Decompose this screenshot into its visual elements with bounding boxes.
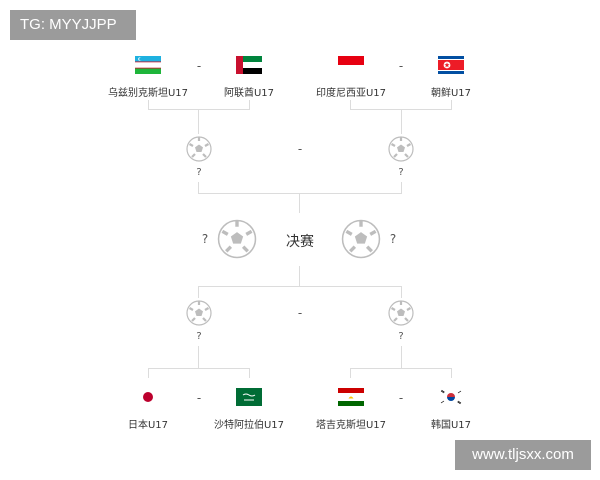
match-separator: -: [297, 306, 303, 320]
watermark-bottom: www.tljsxx.com: [455, 440, 591, 470]
unknown-winner: ?: [196, 167, 202, 178]
connector-line: [148, 100, 149, 110]
connector-line: [198, 286, 402, 287]
connector-line: [401, 346, 402, 368]
final-right-team: ?: [389, 232, 397, 246]
connector-line: [451, 368, 452, 378]
japan-flag-icon: [135, 388, 161, 406]
team-label-south-korea: 韩国U17: [430, 420, 472, 431]
connector-line: [148, 109, 250, 110]
connector-line: [198, 182, 199, 194]
team-label-uzbekistan: 乌兹别克斯坦U17: [107, 88, 189, 99]
soccer-ball-icon: [186, 136, 212, 162]
connector-line: [249, 368, 250, 378]
unknown-winner: ?: [196, 331, 202, 342]
indonesia-flag-icon: [338, 56, 364, 74]
connector-line: [198, 286, 199, 298]
team-label-tajikistan: 塔吉克斯坦U17: [315, 420, 387, 431]
saudi-arabia-flag-icon: [236, 388, 262, 406]
tajikistan-flag-icon: [338, 388, 364, 406]
connector-line: [401, 182, 402, 194]
uzbekistan-flag-icon: [135, 56, 161, 74]
team-label-saudi-arabia: 沙特阿拉伯U17: [213, 420, 285, 431]
connector-line: [451, 100, 452, 110]
connector-line: [401, 286, 402, 298]
match-separator: -: [196, 391, 202, 405]
soccer-ball-icon: [217, 219, 257, 259]
south-korea-flag-icon: [438, 388, 464, 406]
final-left-team: ?: [201, 232, 209, 246]
watermark-top: TG: MYYJJPP: [10, 10, 136, 40]
match-separator: -: [398, 391, 404, 405]
connector-line: [148, 368, 250, 369]
team-label-north-korea: 朝鲜U17: [430, 88, 472, 99]
soccer-ball-icon: [186, 300, 212, 326]
connector-line: [299, 193, 300, 213]
connector-line: [198, 346, 199, 368]
soccer-ball-icon: [341, 219, 381, 259]
match-separator: -: [398, 59, 404, 73]
soccer-ball-icon: [388, 300, 414, 326]
connector-line: [198, 193, 402, 194]
match-separator: -: [196, 59, 202, 73]
soccer-ball-icon: [388, 136, 414, 162]
unknown-winner: ?: [398, 167, 404, 178]
team-label-uae: 阿联酋U17: [223, 88, 275, 99]
connector-line: [299, 266, 300, 286]
uae-flag-icon: [236, 56, 262, 74]
connector-line: [350, 100, 351, 110]
connector-line: [350, 368, 452, 369]
connector-line: [148, 368, 149, 378]
team-label-japan: 日本U17: [127, 420, 169, 431]
north-korea-flag-icon: [438, 56, 464, 74]
match-separator: -: [297, 142, 303, 156]
connector-line: [198, 109, 199, 134]
unknown-winner: ?: [398, 331, 404, 342]
final-label: 决赛: [286, 234, 314, 250]
team-label-indonesia: 印度尼西亚U17: [315, 88, 387, 99]
connector-line: [249, 100, 250, 110]
connector-line: [350, 368, 351, 378]
connector-line: [401, 109, 402, 134]
